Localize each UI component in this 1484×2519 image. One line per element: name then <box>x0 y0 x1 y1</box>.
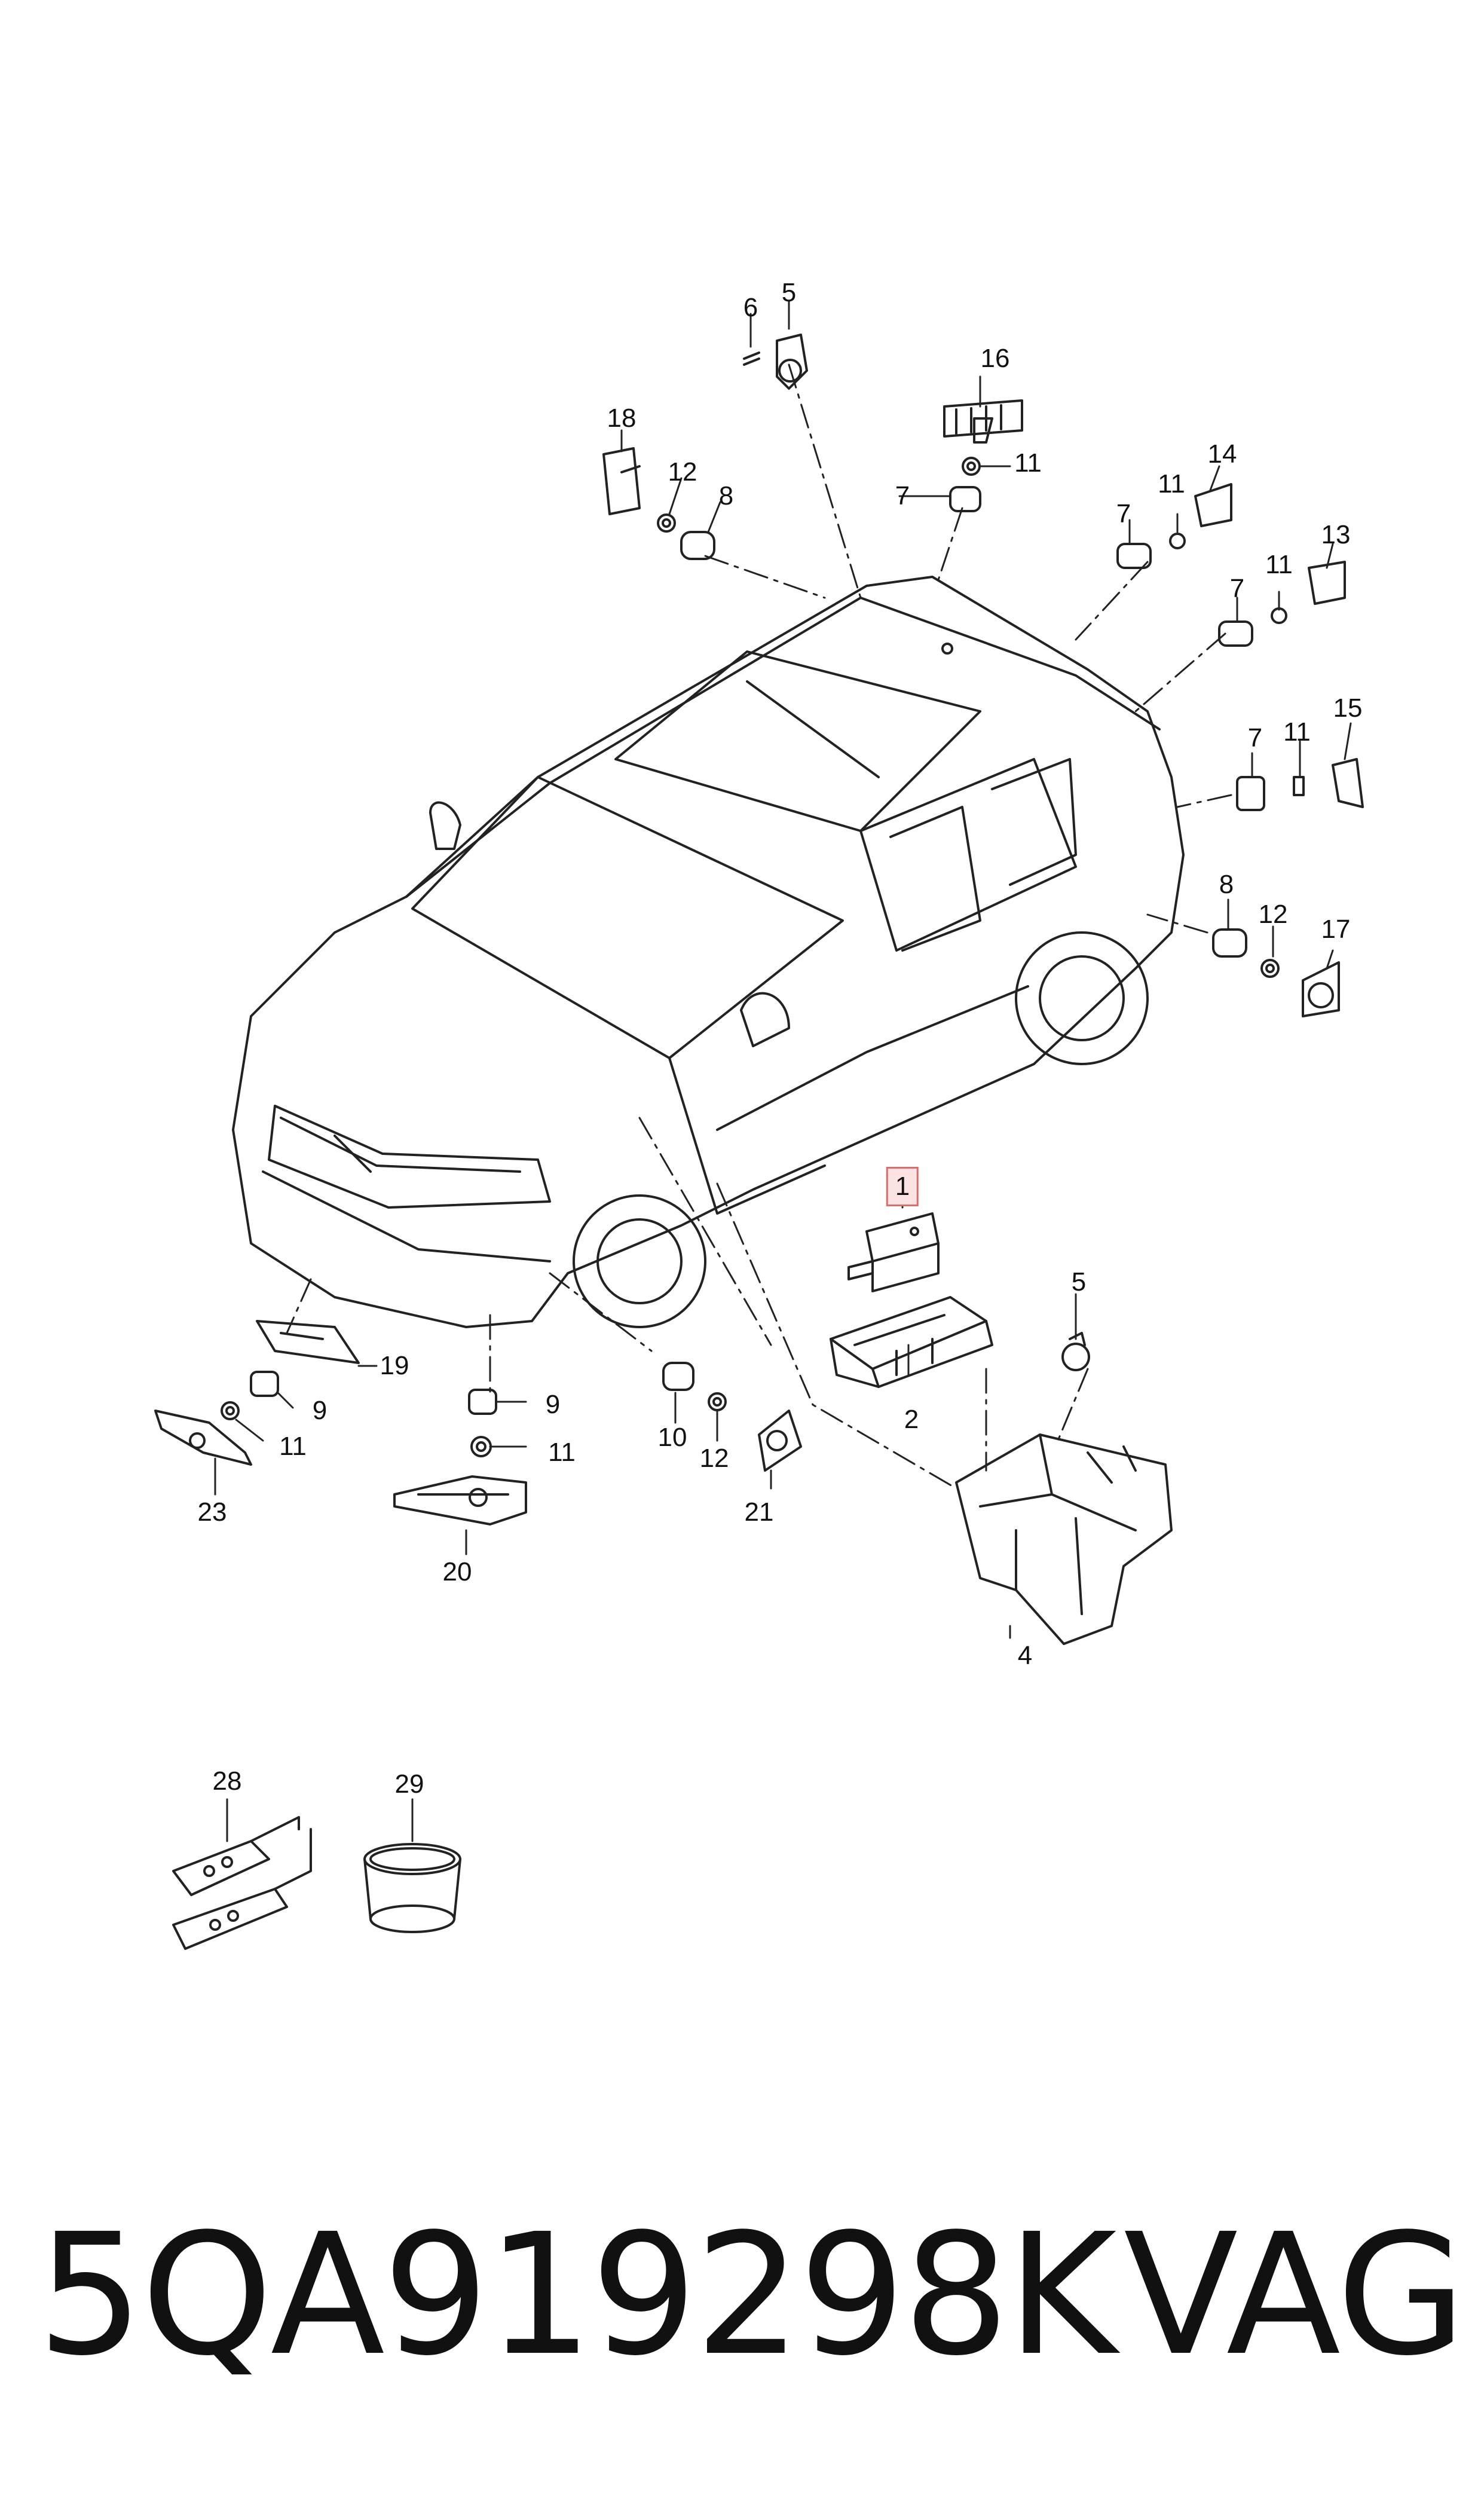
part-23-bracket <box>154 1410 252 1466</box>
callout-8-rear: 8 <box>1219 870 1234 899</box>
callout-19: 19 <box>380 1351 409 1380</box>
part-16-mount <box>943 399 1023 444</box>
part-10-sensor <box>662 1362 694 1391</box>
part-29-ring <box>363 1843 461 1933</box>
part-17-bracket <box>1302 961 1340 1017</box>
callout-9-left: 9 <box>312 1396 328 1425</box>
part-28-connectors <box>172 1816 312 1950</box>
callout-17: 17 <box>1321 915 1351 944</box>
part-11-ring-center <box>470 1436 492 1457</box>
part-12-ring-left <box>657 513 676 533</box>
label-leaders <box>214 301 1352 1842</box>
callout-1: 1 <box>886 1167 919 1206</box>
part-8-sensor-left <box>680 531 715 560</box>
part-12-ring-center <box>708 1392 727 1411</box>
part-9-sensor-left <box>250 1371 279 1397</box>
callout-28: 28 <box>212 1766 242 1796</box>
callout-18: 18 <box>607 403 637 433</box>
part-11-ring-top <box>962 457 981 476</box>
part-19-bracket <box>256 1320 360 1364</box>
callout-14: 14 <box>1207 439 1237 469</box>
part-5-sensor <box>1061 1332 1090 1371</box>
callout-13: 13 <box>1321 520 1351 549</box>
callout-7-13: 7 <box>1229 574 1245 603</box>
part-14-bracket <box>1194 483 1232 527</box>
part-13-bracket <box>1308 561 1346 605</box>
callout-11-13: 11 <box>1265 550 1293 579</box>
callout-7-15: 7 <box>1247 723 1263 753</box>
part-11-ring-left <box>221 1401 240 1420</box>
callout-4: 4 <box>1017 1641 1033 1670</box>
callout-12-center: 12 <box>699 1444 729 1473</box>
callout-5: 5 <box>1071 1267 1087 1297</box>
part-1-control-unit <box>847 1212 940 1292</box>
part-15-bracket <box>1332 758 1364 808</box>
part-18-bracket <box>602 447 641 515</box>
callout-6: 6 <box>743 293 758 322</box>
part-20-bracket <box>393 1475 527 1526</box>
part-21-bracket <box>758 1410 802 1472</box>
callout-16: 16 <box>980 344 1010 373</box>
callout-5-top: 5 <box>781 278 797 307</box>
part-8-sensor-rear <box>1212 928 1247 958</box>
part-12-ring-rear <box>1260 959 1280 978</box>
callout-23: 23 <box>197 1497 227 1527</box>
callout-11-top: 11 <box>1014 448 1042 478</box>
car-outline <box>232 576 1185 1328</box>
callout-12-rear: 12 <box>1258 900 1288 929</box>
callout-9-center: 9 <box>545 1390 561 1419</box>
callout-8-left: 8 <box>718 481 734 510</box>
part-7-sensor-13 <box>1218 620 1253 647</box>
callout-7-top: 7 <box>895 481 910 510</box>
callout-7-14: 7 <box>1116 499 1131 528</box>
callout-20: 20 <box>442 1557 472 1586</box>
part-number: 5QA919298K <box>37 2198 1117 2393</box>
leader-lines <box>286 363 1232 1490</box>
part-5-top-sensor <box>776 334 808 390</box>
callout-11-left: 11 <box>279 1432 307 1461</box>
brand-name: VAG <box>1124 2198 1466 2393</box>
part-7-sensor-15 <box>1236 776 1265 811</box>
part-9-sensor-center <box>468 1389 497 1415</box>
callout-11-14: 11 <box>1158 469 1185 499</box>
callout-11-15: 11 <box>1283 717 1311 747</box>
callout-29: 29 <box>394 1769 424 1799</box>
part-7-sensor-14 <box>1116 543 1152 569</box>
part-6-screw <box>743 351 760 366</box>
callout-21: 21 <box>744 1497 774 1527</box>
part-4-carrier <box>955 1433 1173 1645</box>
part-11-ring-15 <box>1293 776 1305 796</box>
part-2-bracket <box>830 1296 993 1388</box>
callout-12-left: 12 <box>668 457 697 487</box>
callout-2: 2 <box>904 1405 919 1434</box>
callout-11-center: 11 <box>548 1438 576 1467</box>
part-7-sensor-top <box>949 486 981 512</box>
callout-15: 15 <box>1333 693 1363 723</box>
part-11-ring-14 <box>1169 533 1186 549</box>
part-11-ring-13 <box>1271 607 1287 624</box>
callout-10: 10 <box>657 1423 687 1452</box>
